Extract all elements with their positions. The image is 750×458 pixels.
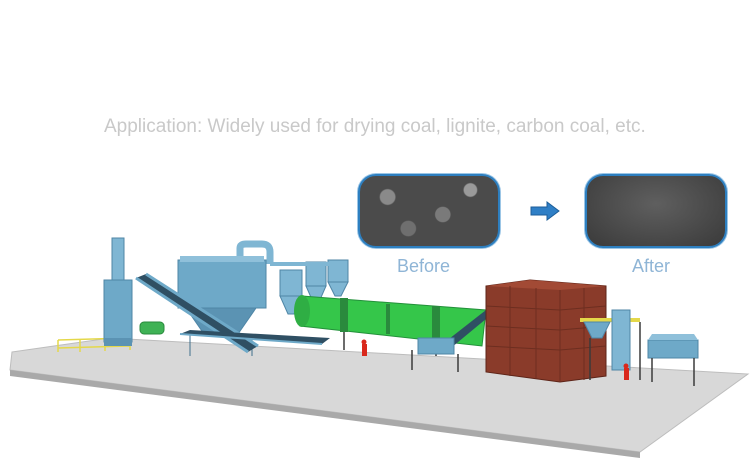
application-headline: Application: Widely used for drying coal… xyxy=(104,116,646,137)
discharge-conveyor xyxy=(411,310,492,372)
chimney-scrubber xyxy=(103,237,133,346)
coal-feeder-platform xyxy=(580,309,641,380)
rotary-dryer-drum xyxy=(294,295,487,356)
after-sample-image xyxy=(585,174,727,248)
before-caption: Before xyxy=(397,256,451,276)
floor-slab xyxy=(9,337,750,453)
floor-edge xyxy=(10,370,640,458)
green-feeder xyxy=(139,321,165,335)
belt-conveyor xyxy=(135,272,330,354)
brick-furnace xyxy=(485,279,607,383)
worker-figure xyxy=(361,339,629,380)
before-sample-image xyxy=(358,174,500,248)
after-caption: After xyxy=(632,256,671,276)
drying-plant-illustration xyxy=(9,237,750,458)
arrow-right-icon xyxy=(530,201,560,221)
vibrating-screen xyxy=(647,334,699,386)
